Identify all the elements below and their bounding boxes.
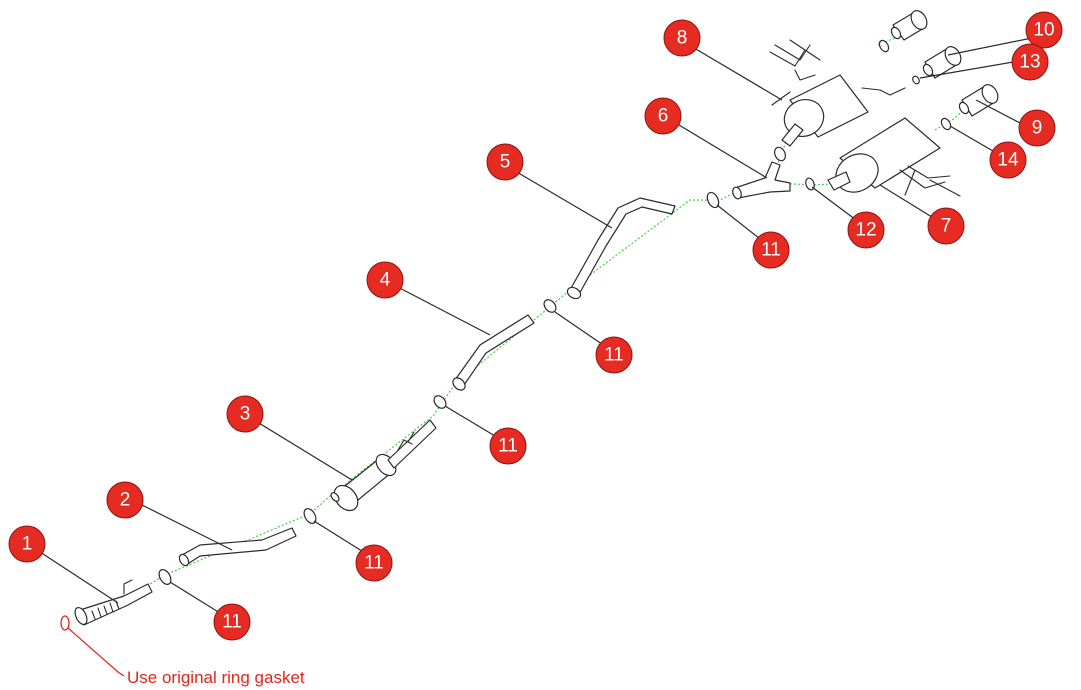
- callout-label: 11: [761, 240, 781, 261]
- callout-badge-11b: 11: [355, 544, 393, 582]
- callout-badge-11d: 11: [595, 336, 633, 374]
- callout-badge-11e: 11: [752, 231, 790, 269]
- ring-gasket-icon: [60, 615, 70, 631]
- callout-label: 1: [22, 534, 33, 555]
- callout-badge-14: 14: [989, 141, 1027, 179]
- part-4-pipe: [452, 314, 535, 391]
- callout-badge-7: 7: [927, 207, 965, 245]
- callout-label: 5: [500, 152, 511, 173]
- tail-tip-top: [890, 10, 928, 41]
- callout-label: 9: [1032, 118, 1043, 139]
- callout-badge-1: 1: [8, 525, 46, 563]
- callout-badge-10: 10: [1025, 11, 1063, 49]
- callout-badge-11c: 11: [489, 427, 527, 465]
- part-10-tip: [922, 46, 962, 79]
- callout-label: 13: [1019, 52, 1040, 73]
- callout-label: 7: [941, 216, 952, 237]
- leader-lines: [39, 37, 1033, 619]
- callout-label: 6: [658, 106, 669, 127]
- callout-label: 12: [855, 220, 876, 241]
- callout-badge-4: 4: [366, 261, 404, 299]
- callout-label: 11: [604, 345, 624, 366]
- callout-badge-2: 2: [106, 481, 144, 519]
- callout-badge-9: 9: [1018, 109, 1056, 147]
- callout-badge-8: 8: [663, 19, 701, 57]
- callout-label: 14: [997, 150, 1019, 171]
- part-1-front-pipe: [74, 579, 153, 626]
- ring-gasket-note: Use original ring gasket: [60, 615, 305, 687]
- callout-label: 11: [498, 436, 518, 457]
- part-9-tip: [958, 84, 999, 117]
- callout-badge-5: 5: [486, 143, 524, 181]
- callout-label: 10: [1033, 20, 1054, 41]
- callout-label: 8: [677, 28, 688, 49]
- part-6-y-pipe: [732, 161, 791, 200]
- assembly-axis: [139, 182, 851, 591]
- callout-badge-6: 6: [644, 97, 682, 135]
- callout-label: 4: [380, 270, 391, 291]
- part-5-pipe: [566, 197, 676, 300]
- clamps: [158, 39, 952, 585]
- callout-label: 11: [364, 553, 384, 574]
- callout-label: 3: [240, 404, 251, 425]
- part-2-mid-pipe: [178, 527, 297, 567]
- callout-badge-3: 3: [226, 395, 264, 433]
- callout-badge-11a: 11: [213, 603, 251, 641]
- callout-badge-12: 12: [847, 211, 885, 249]
- callout-badge-13: 13: [1011, 43, 1049, 81]
- part-7-right-muffler: [827, 117, 961, 197]
- part-3-center-muffler: [330, 419, 437, 512]
- callout-label: 2: [120, 490, 131, 511]
- callout-label: 11: [222, 612, 242, 633]
- part-8-left-muffler: [769, 39, 906, 147]
- ring-gasket-label: Use original ring gasket: [127, 668, 305, 687]
